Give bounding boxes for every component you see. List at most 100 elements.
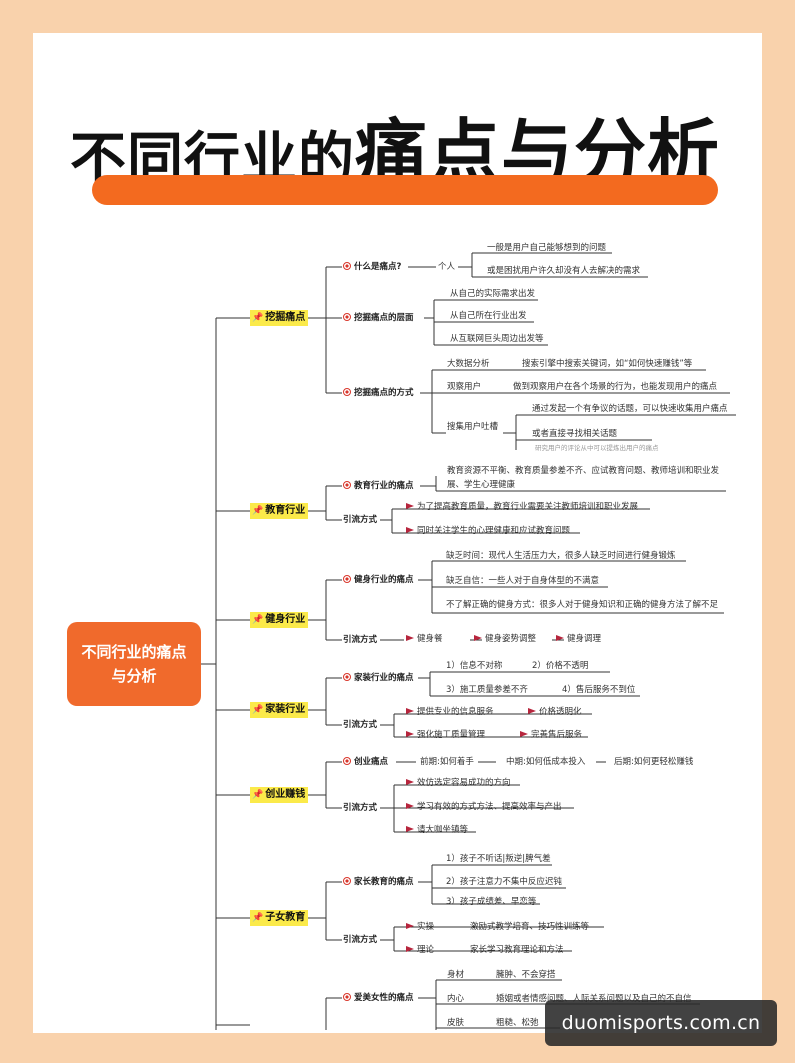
leaf-item: 请大咖坐镇等 <box>406 825 468 836</box>
target-icon <box>343 993 351 1001</box>
category-label: 子女教育 <box>265 912 306 923</box>
leaf-text: 1）信息不对称 <box>446 661 503 671</box>
target-icon <box>343 388 351 396</box>
leaf-text: 通过发起一个有争议的话题，可以快速收集用户痛点 <box>532 404 728 414</box>
pin-icon: 📌 <box>252 790 264 800</box>
flag-icon <box>406 503 414 509</box>
title-underline <box>92 175 718 205</box>
subtopic-parenting-pain: 家长教育的痛点 <box>343 876 414 888</box>
leaf-text: 2）价格不透明 <box>532 661 589 671</box>
leaf-text: 效仿选定容易成功的方向 <box>417 778 511 788</box>
leaf-text: 教育资源不平衡、教育质量参差不齐、应试教育问题、教师培训和职业发展、学生心理健康 <box>447 466 720 490</box>
leaf-text: 激励式教学培育、技巧性训练等 <box>470 922 590 932</box>
target-icon <box>343 313 351 321</box>
leaf-item: 强化施工质量管理 <box>406 730 485 741</box>
leaf-item: 实操 <box>406 922 434 933</box>
subtopic-label: 挖掘痛点的方式 <box>354 388 414 398</box>
leaf-text: 后期:如何更轻松赚钱 <box>614 757 694 767</box>
leaf-text: 一般是用户自己能够想到的问题 <box>487 243 607 253</box>
node-text: 皮肤 <box>447 1018 465 1028</box>
leaf-text: 婚姻或者情感问题、人际关系问题以及自己的不自信 <box>496 994 692 1004</box>
leaf-text: 为了提高教育质量，教育行业需要关注教师培训和职业发展 <box>417 502 639 512</box>
category-mining-pain-points: 📌挖掘痛点 <box>250 310 309 326</box>
subtopic-fitness-pain: 健身行业的痛点 <box>343 574 414 586</box>
category-label: 健身行业 <box>265 614 306 625</box>
leaf-item: 提供专业的信息服务 <box>406 707 494 718</box>
target-icon <box>343 757 351 765</box>
root-line2: 与分析 <box>111 667 157 685</box>
pin-icon: 📌 <box>252 913 264 923</box>
category-fitness: 📌健身行业 <box>250 612 309 628</box>
leaf-item: 为了提高教育质量，教育行业需要关注教师培训和职业发展 <box>406 502 638 513</box>
category-education: 📌教育行业 <box>250 503 309 519</box>
flag-icon <box>556 635 564 641</box>
subtopic-startup-pain: 创业痛点 <box>343 756 388 768</box>
leaf-text: 3）孩子成绩差、早恋等 <box>446 897 537 907</box>
leaf-text: 健身调理 <box>567 634 602 644</box>
subtopic-label: 什么是痛点? <box>354 262 402 272</box>
subtopic-beauty-pain: 爱美女性的痛点 <box>343 992 414 1004</box>
flag-icon <box>474 635 482 641</box>
subtopic-label: 爱美女性的痛点 <box>354 993 414 1003</box>
flag-icon <box>406 635 414 641</box>
leaf-item: 理论 <box>406 945 434 956</box>
flag-icon <box>406 826 414 832</box>
leaf-text: 中期:如何低成本投入 <box>506 757 586 767</box>
node-text: 内心 <box>447 994 465 1004</box>
root-line1: 不同行业的痛点 <box>81 643 187 661</box>
node-text: 搜集用户吐槽 <box>447 422 499 432</box>
leaf-text: 请大咖坐镇等 <box>417 825 469 835</box>
leaf-item: 健身调理 <box>556 634 601 645</box>
pin-icon: 📌 <box>252 506 264 516</box>
node-text: 大数据分析 <box>447 359 490 369</box>
subtopic-education-pain: 教育行业的痛点 <box>343 480 414 492</box>
node-text: 观察用户 <box>447 382 482 392</box>
subtopic-label: 创业痛点 <box>354 757 389 767</box>
leaf-text: 同时关注学生的心理健康和应试教育问题 <box>417 526 571 536</box>
leaf-text: 2）孩子注意力不集中反应迟钝 <box>446 877 562 887</box>
subtopic-traffic-method: 引流方式 <box>343 803 378 813</box>
leaf-text: 从互联网巨头周边出发等 <box>450 334 544 344</box>
category-child-education: 📌子女教育 <box>250 910 309 926</box>
flag-icon <box>528 708 536 714</box>
leaf-text: 前期:如何着手 <box>420 757 474 767</box>
flag-icon <box>406 527 414 533</box>
target-icon <box>343 877 351 885</box>
leaf-text: 做到观察用户在各个场景的行为，也能发现用户的痛点 <box>513 382 718 392</box>
flag-icon <box>406 946 414 952</box>
leaf-text: 价格透明化 <box>539 707 582 717</box>
category-label: 教育行业 <box>265 505 306 516</box>
leaf-text: 健身姿势调整 <box>485 634 537 644</box>
subtopic-label: 挖掘痛点的层面 <box>354 313 414 323</box>
pin-icon: 📌 <box>252 313 264 323</box>
target-icon <box>343 262 351 270</box>
leaf-text: 学习有效的方式方法、提高效率与产出 <box>417 802 562 812</box>
subtopic-label: 教育行业的痛点 <box>354 481 414 491</box>
node-text: 个人 <box>438 262 456 272</box>
subtopic-traffic-method: 引流方式 <box>343 635 378 645</box>
leaf-text: 从自己所在行业出发 <box>450 311 527 321</box>
leaf-text: 不了解正确的健身方式：很多人对于健身知识和正确的健身方法了解不足 <box>446 600 719 610</box>
leaf-text: 缺乏自信：一些人对于自身体型的不满意 <box>446 576 600 586</box>
leaf-item: 效仿选定容易成功的方向 <box>406 778 511 789</box>
target-icon <box>343 481 351 489</box>
subtopic-traffic-method: 引流方式 <box>343 515 378 525</box>
leaf-item: 健身餐 <box>406 634 443 645</box>
flag-icon <box>406 731 414 737</box>
subtopic-what-is-pain-point: 什么是痛点? <box>343 261 401 273</box>
leaf-text: 家长学习教育理论和方法 <box>470 945 564 955</box>
category-label: 家装行业 <box>265 704 306 715</box>
watermark-badge: duomisports.com.cn <box>545 1000 777 1046</box>
leaf-text: 健身餐 <box>417 634 443 644</box>
flag-icon <box>406 708 414 714</box>
leaf-text: 臃肿、不会穿搭 <box>496 970 556 980</box>
leaf-text: 3）施工质量参差不齐 <box>446 685 528 695</box>
leaf-text: 提供专业的信息服务 <box>417 707 494 717</box>
node-text: 身材 <box>447 970 465 980</box>
target-icon <box>343 575 351 583</box>
leaf-text: 或者直接寻找相关话题 <box>532 429 618 439</box>
leaf-text: 粗糙、松弛 <box>496 1018 539 1028</box>
subtopic-traffic-method: 引流方式 <box>343 935 378 945</box>
subtopic-label: 健身行业的痛点 <box>354 575 414 585</box>
